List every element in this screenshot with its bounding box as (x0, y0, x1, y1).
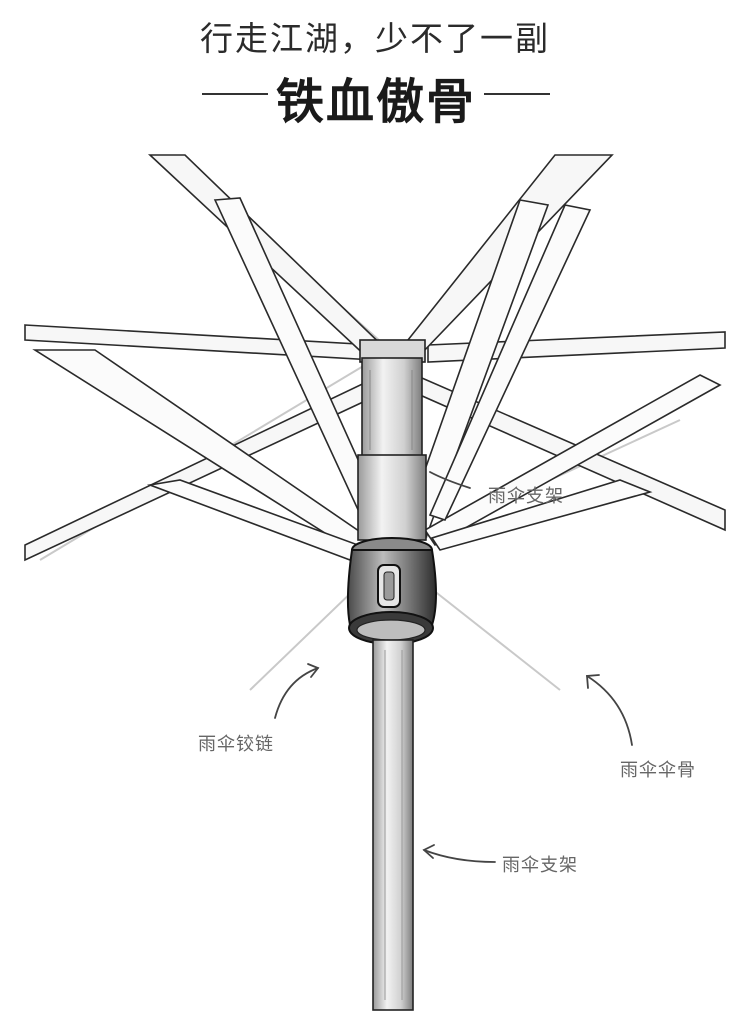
annotation-arrows (274, 471, 633, 863)
label-shaft: 雨伞支架 (502, 855, 578, 876)
label-stretcher: 雨伞支架 (488, 486, 564, 507)
page-title: 铁血傲骨 (275, 74, 476, 130)
top-runner (357, 339, 427, 541)
label-rib: 雨伞伞骨 (620, 760, 696, 781)
umbrella-shaft (372, 639, 414, 1011)
hinge-runner (346, 537, 437, 645)
title-row: 铁血傲骨 (0, 62, 750, 130)
title-divider-left (202, 93, 268, 95)
umbrella-stretchers (32, 197, 722, 561)
subtitle: 行走江湖，少不了一副 (200, 19, 550, 58)
label-hinge: 雨伞铰链 (198, 734, 274, 755)
title-divider-right (484, 93, 550, 95)
